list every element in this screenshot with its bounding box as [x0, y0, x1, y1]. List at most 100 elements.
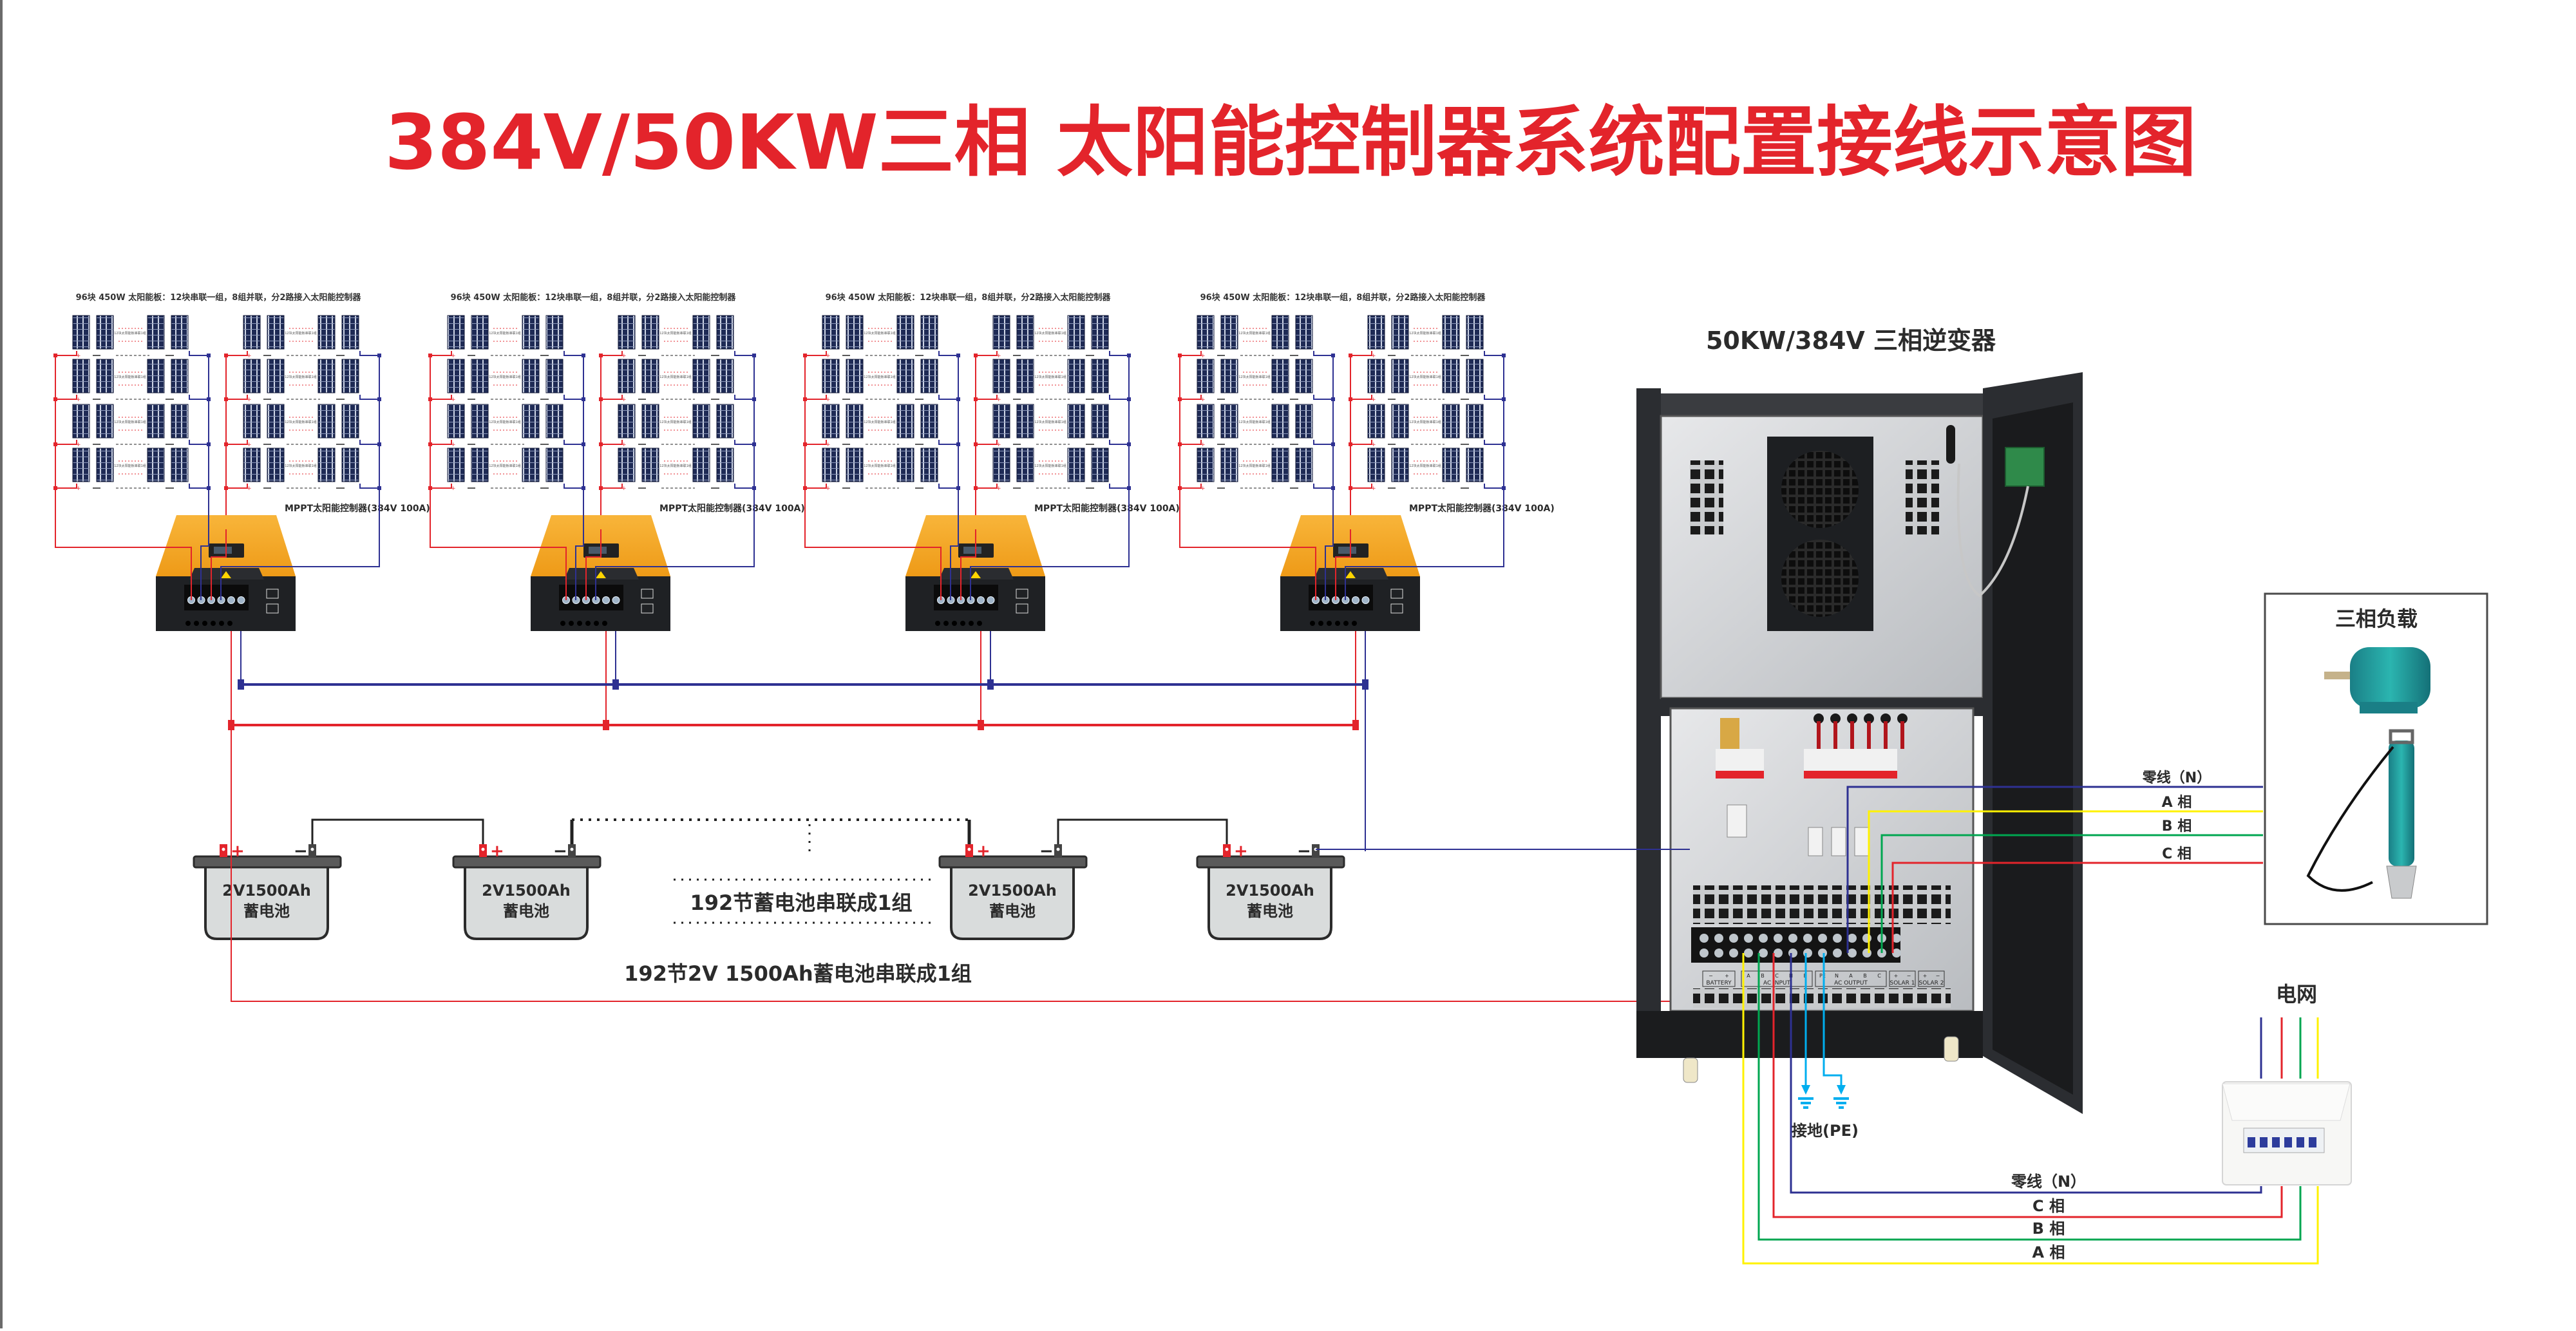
solar-panel: [1391, 404, 1409, 439]
string-negative-wire: [359, 440, 379, 445]
plus-sign: +: [247, 486, 252, 492]
grid-wire-label: 零线（N）: [2011, 1173, 2086, 1191]
controller-lcd: [1338, 547, 1356, 554]
string-negative-wire: [564, 484, 583, 489]
terminal-screw: [1803, 949, 1812, 958]
array1-positive-feed: [430, 529, 567, 600]
string-positive-wire: [601, 484, 623, 489]
breaker-switch: [2309, 1137, 2316, 1147]
string-positive-wire: [1350, 395, 1372, 400]
ground-wire: [1823, 953, 1842, 1091]
array1-positive-feed: [804, 529, 942, 600]
ground-arrow-icon: [1801, 1085, 1810, 1095]
string-negative-wire: [189, 351, 209, 356]
solar-panel: [1197, 448, 1215, 482]
solar-panel: [692, 404, 710, 439]
solar-panel: [1295, 359, 1313, 393]
plus-sign: +: [1200, 353, 1206, 359]
fuse: [1808, 827, 1823, 856]
solar-panel: [447, 359, 465, 393]
battery-name: 蓄电池: [503, 902, 549, 920]
dc-bus: [228, 631, 1368, 851]
cable-gland: [1352, 621, 1357, 626]
string-negative-wire: [1484, 440, 1504, 445]
solar-group: 96块 450W 太阳能板：12块串联一组，8组并联，分2路接入太阳能控制器12…: [428, 292, 805, 631]
string-label: 12块太阳能板串联1组: [1034, 464, 1066, 468]
solar-panel: [992, 315, 1010, 350]
string-negative-wire: [1109, 351, 1129, 356]
terminal-screw: [237, 596, 245, 604]
solar-panel: [641, 359, 659, 393]
string-negative-wire: [734, 484, 754, 489]
terminal-screw: [987, 596, 995, 604]
terminal-screw: [1729, 934, 1738, 943]
terminal-screw: [1700, 949, 1709, 958]
solar-group-caption: 96块 450W 太阳能板：12块串联一组，8组并联，分2路接入太阳能控制器: [76, 292, 362, 303]
string-negative-wire: [189, 484, 209, 489]
breaker-box-cover: [2222, 1083, 2351, 1121]
cable-gland: [585, 621, 591, 626]
array2-positive-feed: [211, 529, 227, 600]
string-positive-wire: [805, 351, 827, 356]
battery-lid: [452, 855, 601, 869]
terminal-screw: [1848, 934, 1857, 943]
solar-panel: [846, 315, 864, 350]
solar-panel: [618, 359, 636, 393]
string-negative-wire: [938, 351, 958, 356]
terminal-hole: [481, 847, 485, 851]
solar-panel: [267, 359, 285, 393]
indicator: [1390, 589, 1403, 599]
terminal-block: [559, 585, 623, 610]
solar-panel: [822, 404, 840, 439]
string-negative-wire: [1484, 484, 1504, 489]
solar-panel: [267, 404, 285, 439]
string-negative-wire: [1313, 440, 1333, 445]
string-negative-wire: [189, 440, 209, 445]
minus-label: −: [294, 842, 308, 861]
solar-panel: [1295, 404, 1313, 439]
cable-gland: [1310, 621, 1315, 626]
solar-panel: [317, 359, 336, 393]
cable-grommet: [1830, 713, 1841, 724]
solar-panel: [920, 359, 938, 393]
solar-panel: [341, 315, 359, 350]
string-negative-wire: [1313, 395, 1333, 400]
terminal-screw: [1892, 949, 1901, 958]
minus-label: −: [553, 842, 567, 861]
string-negative-wire: [564, 440, 583, 445]
solar-group-caption: 96块 450W 太阳能板：12块串联一组，8组并联，分2路接入太阳能控制器: [826, 292, 1112, 303]
solar-panel: [1091, 448, 1109, 482]
load-wire: [1880, 834, 2263, 953]
plus-sign: +: [826, 486, 831, 492]
load-wire: [1868, 810, 2263, 953]
solar-panel: [1391, 448, 1409, 482]
array1-negative-feed: [200, 491, 209, 600]
cabinet-left-frame: [1636, 388, 1661, 1058]
solar-panel: [1466, 359, 1484, 393]
solar-panel: [447, 315, 465, 350]
indicator: [1390, 603, 1403, 614]
battery-lid: [1196, 855, 1345, 869]
string-negative-wire: [734, 395, 754, 400]
string-positive-wire: [226, 395, 248, 400]
control-board: [2005, 447, 2045, 487]
plus-sign: +: [76, 442, 81, 448]
pump-icon: [2389, 741, 2414, 866]
string-label: 12块太阳能板串联1组: [489, 420, 521, 424]
solar-panel: [896, 359, 914, 393]
cable-gland: [219, 621, 224, 626]
solar-panel: [716, 404, 734, 439]
plus-sign: +: [621, 397, 627, 403]
controller-lcd: [214, 547, 232, 554]
cabinet-base: [1636, 1011, 1983, 1058]
solar-panel: [641, 404, 659, 439]
string-positive-wire: [601, 395, 623, 400]
grid-feed-wire: [1742, 953, 2319, 1265]
solar-panel: [471, 315, 489, 350]
string-positive-wire: [55, 395, 77, 400]
solar-panel: [545, 404, 564, 439]
terminal-pin-label: +: [1725, 973, 1729, 979]
solar-panel: [1367, 359, 1385, 393]
indicator: [266, 603, 279, 614]
